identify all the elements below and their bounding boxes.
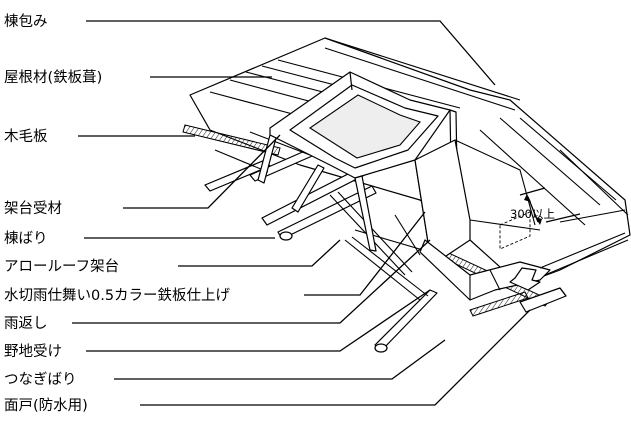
roof-ribs-right	[479, 117, 629, 226]
rain-return-edges	[469, 269, 501, 300]
roof-illustration: 300以上	[182, 37, 631, 353]
mokumoita-strip-front	[469, 291, 529, 317]
dimension-label: 300以上	[510, 207, 555, 221]
mokumoita-strip-left	[182, 124, 281, 156]
label-mokumoita: 木毛板	[4, 127, 48, 145]
hidden-part	[499, 211, 531, 250]
label-munetsutsumi: 棟包み	[4, 13, 48, 30]
label-mizukiri: 水切雨仕舞い0.5カラー鉄板仕上げ	[4, 286, 231, 304]
label-noji-uke: 野地受け	[4, 343, 62, 360]
underside-ribs	[539, 232, 629, 276]
ridge-line	[324, 37, 521, 111]
label-kadai-ukezai: 架台受材	[4, 200, 62, 217]
dimension-300: 300以上	[510, 187, 581, 225]
label-munebari: 棟ばり	[4, 230, 48, 247]
flow-arrow	[509, 267, 541, 291]
label-yanezai: 屋根材(鉄板葺)	[4, 68, 102, 86]
callout-labels: 棟包み 屋根材(鉄板葺) 木毛板 架台受材 棟ばり アロールーフ架台 水切雨仕舞…	[4, 13, 231, 414]
label-mendo: 面戸(防水用)	[4, 397, 88, 414]
flashing-edges	[454, 139, 541, 231]
label-amagaeshi: 雨返し	[4, 315, 48, 332]
label-arrow-roof-kadai: アロールーフ架台	[4, 258, 119, 275]
leader-lines	[72, 20, 531, 406]
label-tsunagibari: つなぎばり	[4, 371, 77, 388]
